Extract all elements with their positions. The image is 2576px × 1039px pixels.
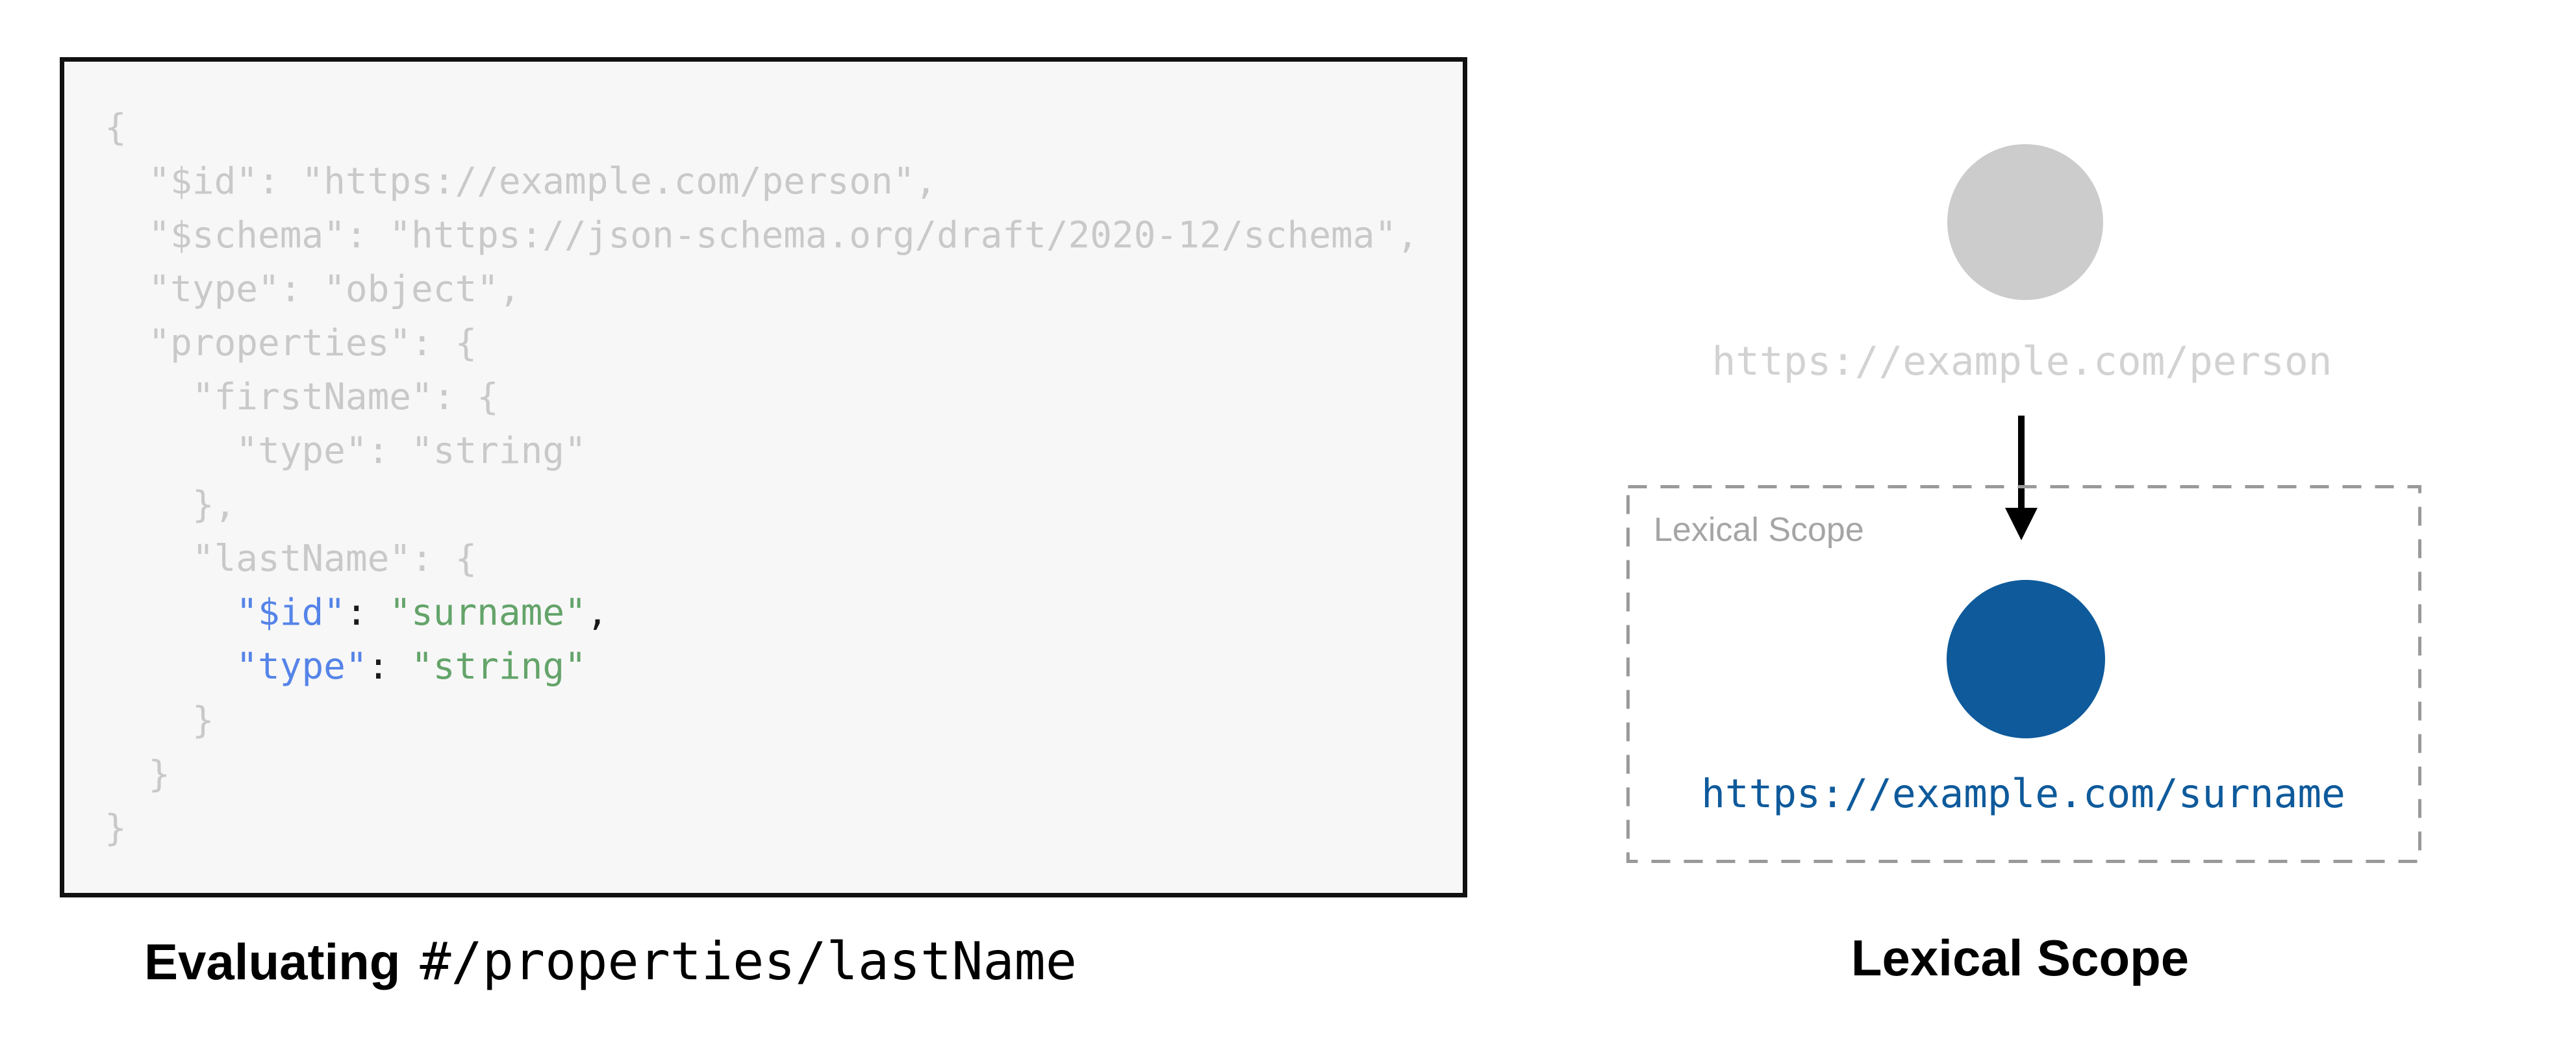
- code-line: }: [105, 699, 214, 742]
- code-line: "$schema": "https://json-schema.org/draf…: [105, 214, 1419, 257]
- code-line: "firstName": {: [105, 376, 499, 418]
- code-line: "type": "string": [105, 430, 587, 472]
- lexical-scope-box-label: Lexical Scope: [1654, 511, 1864, 549]
- child-schema-node-circle: [1947, 580, 2105, 738]
- lexical-scope-box: [1626, 485, 2421, 863]
- evaluating-caption: Evaluating #/properties/lastName: [144, 931, 1077, 992]
- code-line: "properties": {: [105, 322, 477, 364]
- colon-token: :: [367, 645, 412, 688]
- code-line: {: [105, 106, 127, 149]
- json-schema-code-panel: { "$id": "https://example.com/person", "…: [60, 57, 1467, 897]
- comma-token: ,: [586, 592, 609, 634]
- child-schema-uri-label: https://example.com/surname: [1701, 771, 2345, 817]
- parent-schema-node-circle: [1947, 144, 2103, 300]
- colon-token: :: [345, 592, 390, 634]
- code-line-highlighted-type: "type": "string": [105, 640, 1463, 694]
- key-token: "type": [236, 645, 368, 688]
- code-line: }: [105, 807, 127, 849]
- evaluating-label: Evaluating: [144, 933, 401, 990]
- code-line: }: [105, 753, 171, 795]
- parent-schema-uri-label: https://example.com/person: [1711, 338, 2332, 384]
- code-line-highlighted-id: "$id": "surname",: [105, 586, 1463, 640]
- json-schema-code: { "$id": "https://example.com/person", "…: [64, 62, 1463, 855]
- key-token: "$id": [236, 592, 346, 634]
- string-token: "string": [411, 645, 587, 688]
- string-token: "surname": [389, 592, 587, 634]
- lexical-scope-caption: Lexical Scope: [1850, 929, 2190, 986]
- code-line: "lastName": {: [105, 538, 477, 580]
- schema-pointer-path: #/properties/lastName: [420, 931, 1077, 992]
- code-line: },: [105, 484, 236, 526]
- code-line: "$id": "https://example.com/person",: [105, 160, 937, 203]
- indent: [105, 645, 236, 688]
- arrow-down-icon: [2005, 416, 2038, 540]
- indent: [105, 592, 236, 634]
- code-line: "type": "object",: [105, 268, 521, 310]
